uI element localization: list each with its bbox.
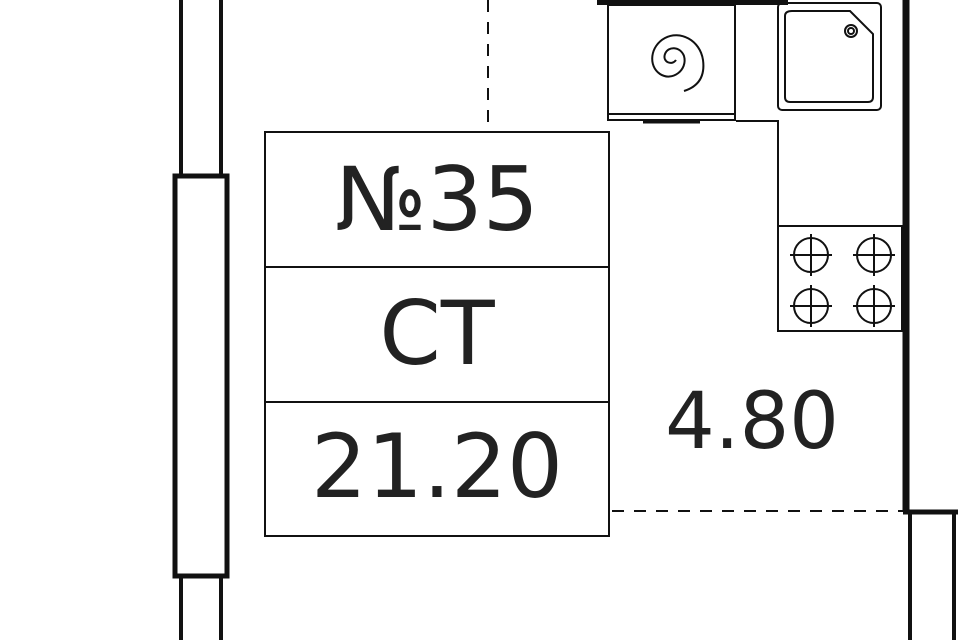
kitchen-area: 4.80 [665,377,839,467]
apartment-total-area: 21.20 [311,415,563,518]
left-wall [172,0,230,640]
window [172,173,230,579]
washing-machine-icon [607,4,736,124]
countertop [736,120,779,226]
apartment-type: СТ [379,282,495,385]
right-wall [902,0,958,640]
sink-icon [777,2,882,111]
apartment-label-box [264,131,610,537]
apartment-number: №35 [335,148,539,251]
stove-icon [777,225,903,332]
